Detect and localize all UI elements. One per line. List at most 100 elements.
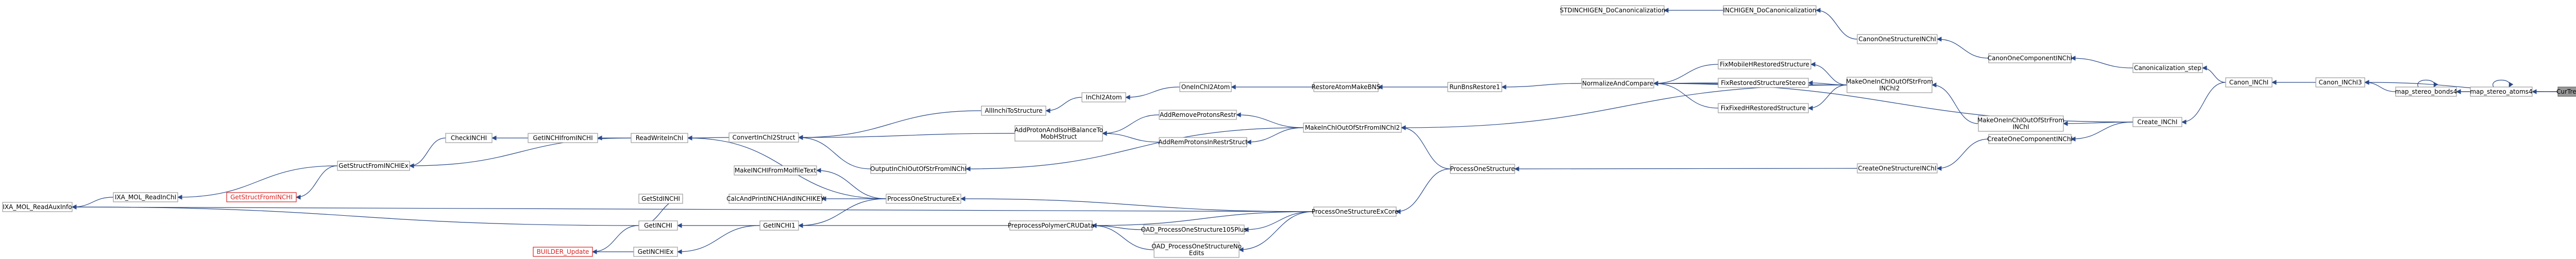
node-label: MakeOneInChIOutOfStrFrom xyxy=(1977,117,2064,124)
node-label: NormalizeAndCompare xyxy=(1582,80,1653,87)
node-map-stereo-atoms4[interactable]: map_stereo_atoms4 xyxy=(2470,87,2533,97)
node-fix-mobile-hrestored-structure[interactable]: FixMobileHRestoredStructure xyxy=(1718,59,1811,70)
node-make-in-ch-iout-of-str-from-inch-i2[interactable]: MakeInChIOutOfStrFromINChI2 xyxy=(1303,123,1402,133)
node-inchigen-do-canonicalization[interactable]: INCHIGEN_DoCanonicalization xyxy=(1723,5,1817,15)
edge-make-one-in-ch-iout-of-str-from-inch-i2-to-fix-mobile-hrestored-structure xyxy=(1810,62,1848,85)
node-box xyxy=(1009,220,1093,231)
node-stdinchigen-do-canonicalization[interactable]: STDINCHIGEN_DoCanonicalization xyxy=(1560,5,1666,15)
node-process-one-structure[interactable]: ProcessOneStructure xyxy=(1450,164,1515,174)
edge-process-one-structure-ex-core-to-oad-process-one-structure105-plus xyxy=(1244,211,1314,232)
node-make-inchifrom-molfile-text[interactable]: MakeINCHIFromMolfileText xyxy=(734,165,817,176)
node-label: FixFixedHRestoredStructure xyxy=(1721,105,1806,112)
node-output-in-ch-iout-of-str-from-inch-i[interactable]: OutputInChIOutOfStrFromINChI xyxy=(870,164,967,174)
node-in-ch-i2-atom[interactable]: InChI2Atom xyxy=(1081,92,1126,102)
node-box xyxy=(533,247,593,257)
edge-create-one-component-inch-i-to-create-one-structure-inch-i xyxy=(1937,139,1989,171)
node-box xyxy=(1857,163,1938,174)
node-box xyxy=(445,133,493,143)
node-box xyxy=(1014,125,1103,142)
edge-map-stereo-atoms4-to-map-stereo-atoms4 xyxy=(2493,79,2514,88)
node-canon-inch-i[interactable]: Canon_INChI xyxy=(2225,77,2273,88)
node-box xyxy=(1846,77,1933,93)
node-oad-process-one-structure105-plus[interactable]: OAD_ProcessOneStructure105Plus xyxy=(1141,225,1247,235)
node-process-one-structure-ex-core[interactable]: ProcessOneStructureExCore xyxy=(1312,206,1398,217)
node-label: FixMobileHRestoredStructure xyxy=(1720,61,1809,68)
node-map-stereo-bonds4[interactable]: map_stereo_bonds4 xyxy=(2395,87,2457,97)
node-box xyxy=(226,192,297,202)
edge-all-inchi-to-structure-to-convert-in-ch-i2-struct xyxy=(798,110,982,140)
node-ixa-mol-read-aux-info[interactable]: IXA_MOL_ReadAuxInfo xyxy=(2,202,73,212)
node-preprocess-polymer-crudata[interactable]: PreprocessPolymerCRUData xyxy=(1008,220,1094,231)
node-label: CreateOneComponentINChI xyxy=(1987,135,2073,143)
node-label: InChI2Atom xyxy=(1086,94,1122,101)
node-box xyxy=(1718,78,1809,88)
node-label: CanonOneStructureINChI xyxy=(1858,36,1936,43)
node-label: MakeInChIOutOfStrFromINChI2 xyxy=(1305,124,1400,131)
node-get-inchifrom-inchi[interactable]: GetINCHIfromINCHI xyxy=(528,133,598,143)
node-canonicalization-step[interactable]: Canonicalization_step xyxy=(2132,63,2203,73)
edge-map-stereo-bonds4-to-map-stereo-bonds4 xyxy=(2417,79,2438,88)
edge-process-one-structure-to-make-in-ch-iout-of-str-from-inch-i2 xyxy=(1401,125,1451,169)
node-cur-tree-set-pos[interactable]: CurTreeSetPos xyxy=(2556,87,2576,97)
node-convert-in-ch-i2-struct[interactable]: ConvertInChI2Struct xyxy=(728,132,799,143)
node-canon-one-structure-inch-i[interactable]: CanonOneStructureINChI xyxy=(1857,34,1938,44)
node-label: STDINCHIGEN_DoCanonicalization xyxy=(1560,7,1666,14)
node-create-one-structure-inch-i[interactable]: CreateOneStructureINChI xyxy=(1857,163,1938,174)
node-read-write-in-ch-i[interactable]: ReadWriteInChI xyxy=(631,133,688,143)
node-label: GetINCHIEx xyxy=(638,248,674,255)
node-get-struct-from-inchi[interactable]: GetStructFromINCHI xyxy=(226,192,297,202)
node-get-inchi1[interactable]: GetINCHI1 xyxy=(759,220,799,231)
node-builder-update[interactable]: BUILDER_Update xyxy=(533,247,593,257)
node-add-remove-protons-restr[interactable]: AddRemoveProtonsRestr xyxy=(1159,110,1237,120)
node-canon-one-component-inch-i[interactable]: CanonOneComponentINChI xyxy=(1988,53,2072,63)
node-box xyxy=(638,220,678,231)
node-box xyxy=(1723,5,1817,15)
node-add-rem-protons-in-restr-struct[interactable]: AddRemProtonsInRestrStruct xyxy=(1158,137,1248,147)
node-get-inchiex[interactable]: GetINCHIEx xyxy=(633,247,678,257)
node-one-in-ch-i2-atom[interactable]: OneInChI2Atom xyxy=(1179,82,1232,92)
node-box xyxy=(1988,134,2072,144)
node-box xyxy=(1313,82,1379,92)
node-process-one-structure-ex[interactable]: ProcessOneStructureEx xyxy=(886,194,961,204)
node-box xyxy=(113,192,178,202)
edge-canon-inch-i-to-canonicalization-step xyxy=(2202,65,2226,83)
edge-canonicalization-step-to-canon-one-component-inch-i xyxy=(2071,56,2133,68)
node-calc-and-print-inchiand-inchikey[interactable]: CalcAndPrintINCHIAndINCHIKEY xyxy=(726,194,825,204)
node-run-bns-restore-once[interactable]: RunBnsRestore1 xyxy=(1447,82,1502,92)
node-box xyxy=(886,194,961,204)
node-get-struct-from-inchiex[interactable]: GetStructFromINCHIEx xyxy=(337,161,410,171)
edge-process-one-structure-ex-core-to-preprocess-polymer-crudata xyxy=(1092,211,1314,228)
node-label: GetStructFromINCHIEx xyxy=(338,162,408,169)
edge-make-one-in-ch-iout-of-str-from-inch-i2-to-fix-fixed-hrestored-structure xyxy=(1808,84,1848,111)
node-restore-atom-make-bns[interactable]: RestoreAtomMakeBNS xyxy=(1312,82,1381,92)
node-ixa-mol-read-in-ch-i[interactable]: IXA_MOL_ReadInChI xyxy=(113,192,178,202)
node-label: Canonicalization_step xyxy=(2134,64,2201,72)
node-fix-restored-structure-stereo[interactable]: FixRestoredStructureStereo xyxy=(1718,78,1809,88)
node-all-inchi-to-structure[interactable]: AllInchiToStructure xyxy=(981,106,1046,116)
node-create-inch-i[interactable]: Create_INChI xyxy=(2132,117,2182,127)
node-create-one-component-inch-i[interactable]: CreateOneComponentINChI xyxy=(1987,134,2073,144)
node-label: ProcessOneStructureEx xyxy=(887,195,959,202)
node-label: GetINCHI xyxy=(644,222,672,229)
node-label: CalcAndPrintINCHIAndINCHIKEY xyxy=(726,195,824,202)
node-fix-fixed-hrestored-structure[interactable]: FixFixedHRestoredStructure xyxy=(1718,103,1809,113)
edge-add-proton-and-iso-hbalance-to-mob-hstruct-to-convert-in-ch-i2-struct xyxy=(798,133,1015,140)
node-label: IXA_MOL_ReadInChI xyxy=(115,194,176,201)
node-box xyxy=(1450,164,1515,174)
node-get-inchi[interactable]: GetINCHI xyxy=(638,220,678,231)
node-box xyxy=(728,132,799,143)
node-check-inchi[interactable]: CheckINCHI xyxy=(445,133,493,143)
node-box xyxy=(2557,87,2576,97)
edge-oad-process-one-structure-no-edits-to-preprocess-polymer-crudata xyxy=(1092,223,1155,250)
node-box xyxy=(1303,123,1402,133)
node-get-std-inchi[interactable]: GetStdINCHI xyxy=(638,194,683,204)
node-label: PreprocessPolymerCRUData xyxy=(1008,222,1094,229)
node-normalize-and-compare[interactable]: NormalizeAndCompare xyxy=(1581,78,1654,89)
node-canon-inch-i3[interactable]: Canon_INChI3 xyxy=(2315,77,2365,88)
node-box xyxy=(2395,87,2457,97)
node-label: MakeINCHIFromMolfileText xyxy=(735,167,817,174)
